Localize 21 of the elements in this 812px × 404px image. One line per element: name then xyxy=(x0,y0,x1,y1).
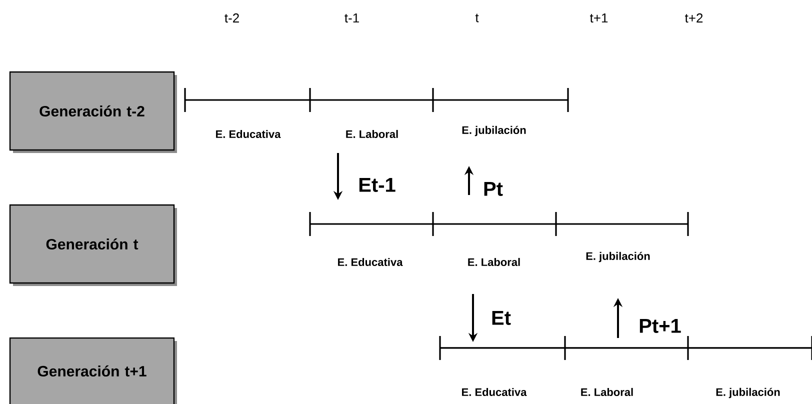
generation-box: Generación t+1 xyxy=(9,337,175,404)
stage-label: E. Educativa xyxy=(462,388,527,396)
column-header: t-1 xyxy=(344,13,359,22)
column-header: t+1 xyxy=(590,13,608,22)
generation-box: Generación t xyxy=(9,204,175,284)
arrow-label: Et xyxy=(492,311,511,325)
stage-label: E. Educativa xyxy=(338,258,403,266)
arrow-label: Pt+1 xyxy=(640,319,681,333)
stage-label: E. Educativa xyxy=(216,130,281,138)
stage-label: E. jubilación xyxy=(586,252,650,262)
stage-label: E. Laboral xyxy=(346,130,398,138)
stage-label: E. jubilación xyxy=(462,126,526,136)
stage-label: E. Laboral xyxy=(581,388,633,396)
arrow-label: Et-1 xyxy=(359,178,396,192)
stage-label: E. Laboral xyxy=(468,258,520,266)
stage-label: E. jubilación xyxy=(716,388,780,398)
arrow-label: Pt xyxy=(484,182,503,196)
generation-box: Generación t-2 xyxy=(9,71,175,151)
column-header: t+2 xyxy=(684,13,703,23)
column-header: t xyxy=(475,14,479,22)
column-header: t-2 xyxy=(224,13,239,23)
